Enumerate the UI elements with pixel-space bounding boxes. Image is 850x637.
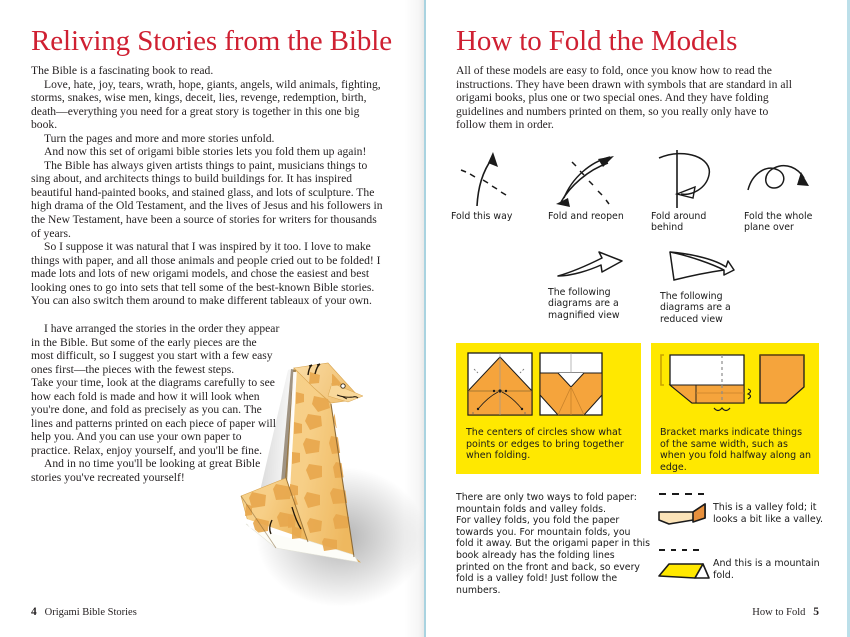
mountain-fold-legend-row: And this is a mountain fold.	[657, 546, 842, 586]
paragraph: Take your time, look at the diagrams car…	[31, 376, 276, 457]
fold-types-text: There are only two ways to fold paper: m…	[456, 492, 651, 596]
mountain-fold-icon	[657, 546, 713, 586]
right-page-title: How to Fold the Models	[456, 25, 738, 57]
bracket-callout-box: Bracket marks indicate things of the sam…	[651, 343, 819, 474]
origami-giraffe-illustration	[236, 352, 425, 607]
left-page: Reliving Stories from the Bible The Bibl…	[31, 25, 425, 618]
fold-whole-plane-over-arrow-icon	[747, 164, 809, 191]
fold-this-way-arrow-icon	[460, 152, 507, 207]
paragraph: So I suppose it was natural that I was i…	[31, 240, 381, 308]
right-page: How to Fold the Models All of these mode…	[425, 0, 850, 637]
page-gutter-divider	[424, 0, 426, 637]
paragraph: And in no time you'll be looking at grea…	[31, 457, 261, 485]
left-page-title: Reliving Stories from the Bible	[31, 25, 392, 57]
running-head: Origami Bible Stories	[44, 607, 137, 618]
callout-text: Bracket marks indicate things of the sam…	[660, 427, 812, 473]
fold-types-paragraph: There are only two ways to fold paper: m…	[456, 492, 651, 596]
left-page-body-narrow: I have arranged the stories in the order…	[31, 322, 281, 485]
fold-around-behind-arrow-icon	[658, 150, 710, 208]
right-page-intro: All of these models are easy to fold, on…	[456, 64, 793, 132]
symbol-row-1: Fold this way Fold and reo	[451, 148, 826, 234]
symbol-magnified-view: The following diagrams are a magnified v…	[548, 250, 660, 326]
page-edge	[847, 0, 850, 637]
symbol-caption: Fold this way	[451, 211, 513, 222]
page-number: 5	[813, 606, 819, 618]
symbol-caption: Fold around behind	[651, 211, 707, 234]
paragraph: Love, hate, joy, tears, wrath, hope, gia…	[31, 77, 381, 132]
bracket-marks-diagram	[660, 354, 805, 412]
reduced-view-arrow-icon	[669, 251, 735, 281]
symbol-fold-and-reopen: Fold and reopen	[548, 148, 651, 234]
symbol-fold-this-way: Fold this way	[451, 148, 548, 234]
paragraph: All of these models are easy to fold, on…	[456, 64, 792, 132]
paragraph: And now this set of origami bible storie…	[44, 145, 367, 159]
symbol-fold-whole-plane-over: Fold the whole plane over	[744, 148, 826, 234]
circle-marks-diagram	[467, 352, 603, 416]
valley-fold-legend-row: This is a valley fold; it looks a bit li…	[657, 490, 842, 530]
fold-and-reopen-arrow-icon	[556, 156, 614, 207]
circles-callout-box: The centers of circles show what points …	[456, 343, 641, 474]
page-number: 4	[31, 606, 37, 618]
valley-fold-icon	[657, 490, 713, 530]
paragraph: I have arranged the stories in the order…	[31, 322, 280, 376]
paragraph: Turn the pages and more and more stories…	[44, 131, 275, 145]
legend-text: This is a valley fold; it looks a bit li…	[713, 502, 823, 525]
fold-symbol-legend: Fold this way Fold and reo	[451, 148, 826, 326]
symbol-row-2: The following diagrams are a magnified v…	[451, 250, 826, 326]
callout-text: The centers of circles show what points …	[466, 427, 624, 462]
symbol-caption: The following diagrams are a magnified v…	[548, 286, 620, 321]
paragraph: The Bible is a fascinating book to read.	[31, 64, 214, 77]
left-page-body: The Bible is a fascinating book to read.…	[31, 64, 383, 308]
symbol-caption: Fold the whole plane over	[744, 211, 813, 234]
symbol-reduced-view: The following diagrams are a reduced vie…	[660, 250, 772, 326]
symbol-caption: Fold and reopen	[548, 211, 624, 222]
right-page-footer: How to Fold 5	[752, 606, 819, 618]
magnified-view-arrow-icon	[557, 251, 623, 277]
left-page-footer: 4 Origami Bible Stories	[31, 606, 137, 618]
legend-text: And this is a mountain fold.	[713, 558, 820, 581]
paragraph: The Bible has always given artists thing…	[31, 158, 383, 240]
symbol-fold-around-behind: Fold around behind	[651, 148, 744, 234]
fold-legend: This is a valley fold; it looks a bit li…	[657, 490, 842, 602]
running-head: How to Fold	[752, 607, 806, 618]
symbol-caption: The following diagrams are a reduced vie…	[660, 290, 731, 325]
